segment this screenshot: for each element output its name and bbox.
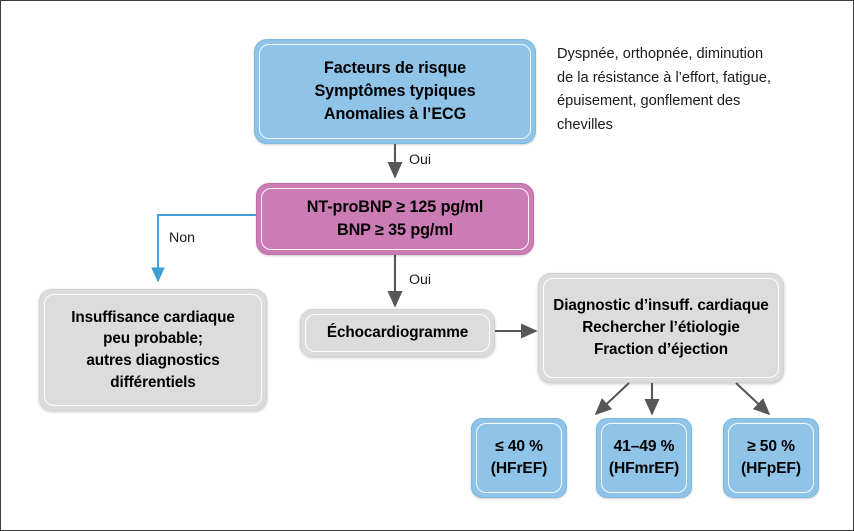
edge-label-oui-mid: Oui — [409, 272, 432, 288]
node-line: (HFmrEF) — [608, 460, 680, 477]
node-hfmref[interactable]: 41–49 % (HFmrEF) — [596, 418, 692, 498]
node-line: 41–49 % — [613, 437, 675, 455]
node-line: Facteurs de risque — [323, 59, 467, 77]
node-line: Anomalies à l’ECG — [323, 105, 467, 123]
node-line: différentiels — [110, 373, 196, 391]
node-line: Symptômes typiques — [314, 82, 476, 100]
node-line: Insuffisance cardiaque — [71, 308, 235, 326]
node-hf-diagnosis[interactable]: Diagnostic d’insuff. cardiaque Recherche… — [538, 273, 784, 383]
node-line: Diagnostic d’insuff. cardiaque — [553, 297, 769, 315]
node-natriuretic-peptides[interactable]: NT-proBNP ≥ 125 pg/ml BNP ≥ 35 pg/ml — [256, 183, 534, 255]
node-line: NT-proBNP ≥ 125 pg/ml — [306, 198, 484, 216]
node-line: (HFpEF) — [741, 460, 801, 477]
side-note-symptoms: Dyspnée, orthopnée, diminution de la rés… — [557, 46, 771, 133]
arrow-diagnosis-to-hfref — [594, 382, 630, 416]
node-line: Échocardiogramme — [326, 324, 469, 342]
arrow-diagnosis-to-hfpef — [735, 382, 771, 416]
edge-label-non: Non — [169, 230, 196, 246]
node-line: peu probable; — [103, 330, 203, 348]
node-line: ≤ 40 % — [495, 437, 543, 455]
edge-label-oui-top: Oui — [409, 152, 432, 168]
node-line: BNP ≥ 35 pg/ml — [336, 221, 454, 239]
node-unlikely-heart-failure[interactable]: Insuffisance cardiaque peu probable; aut… — [39, 289, 267, 411]
node-line: Rechercher l’étiologie — [582, 319, 740, 337]
node-line: Fraction d’éjection — [593, 340, 729, 358]
node-line: ≥ 50 % — [747, 437, 795, 455]
arrow-bnp-to-unlikely — [151, 214, 256, 283]
node-echocardiogram[interactable]: Échocardiogramme — [300, 309, 495, 357]
node-hfref[interactable]: ≤ 40 % (HFrEF) — [471, 418, 567, 498]
node-hfpef[interactable]: ≥ 50 % (HFpEF) — [723, 418, 819, 498]
node-risk-factors[interactable]: Facteurs de risque Symptômes typiques An… — [254, 39, 536, 144]
node-line: autres diagnostics — [86, 352, 220, 369]
node-line: (HFrEF) — [490, 460, 548, 477]
